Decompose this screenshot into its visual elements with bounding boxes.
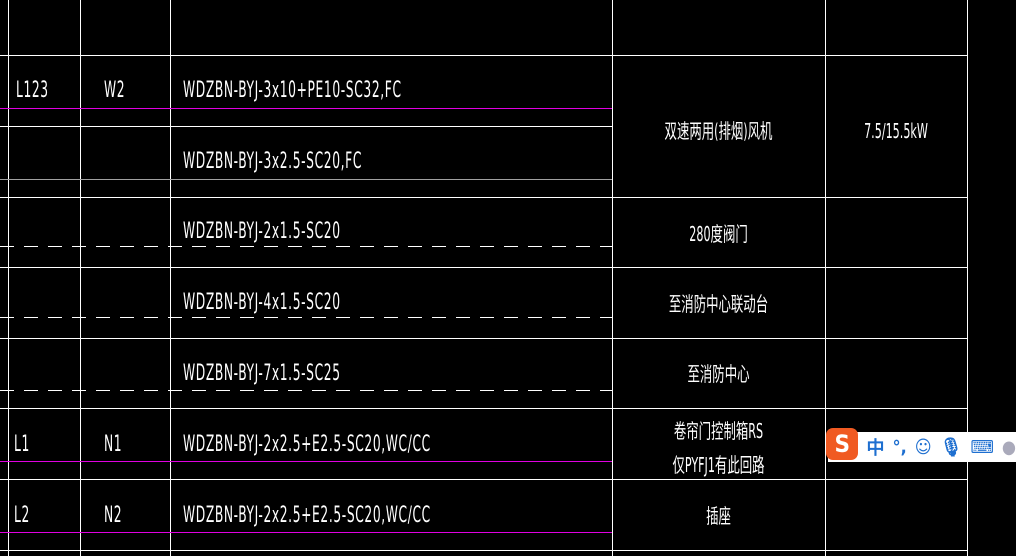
wire-line	[0, 179, 612, 180]
user-icon[interactable]: ●	[1001, 436, 1016, 458]
wire-line	[0, 532, 612, 533]
dashed-wire-line	[0, 246, 612, 247]
grid-line	[612, 0, 613, 556]
cable-spec: WDZBN-BYJ-2x1.5-SC20	[183, 219, 341, 244]
microphone-icon[interactable]: 🎙︎	[939, 436, 963, 458]
cable-spec: WDZBN-BYJ-4x1.5-SC20	[183, 290, 341, 315]
grid-line	[80, 0, 81, 556]
load-note: 仅PYFJ1有此回路	[672, 453, 765, 477]
load-description: 卷帘门控制箱RS	[673, 419, 764, 443]
load-description: 至消防中心	[687, 362, 750, 386]
grid-line	[0, 55, 968, 56]
keyboard-icon[interactable]: ⌨	[970, 436, 994, 458]
cable-spec: WDZBN-BYJ-2x2.5+E2.5-SC20,WC/CC	[183, 432, 431, 457]
load-description: 至消防中心联动台	[668, 292, 769, 316]
grid-line	[0, 408, 968, 409]
input-mode-toggle[interactable]: 中	[866, 438, 885, 459]
punctuation-toggle[interactable]: °,	[892, 436, 907, 458]
grid-line	[0, 267, 968, 268]
grid-line	[0, 197, 968, 198]
load-description: 280度阀门	[689, 222, 748, 246]
cable-spec: WDZBN-BYJ-3x10+PE10-SC32,FC	[183, 78, 402, 103]
phase-label: L1	[14, 432, 30, 457]
grid-line	[0, 550, 968, 551]
emoji-icon[interactable]: ☺	[914, 436, 932, 458]
wire-line	[0, 108, 612, 109]
load-description: 双速两用(排烟)风机	[664, 119, 773, 143]
dashed-wire-line	[0, 317, 612, 318]
phase-label: L123	[16, 78, 49, 103]
dashed-wire-line	[0, 390, 612, 391]
sogou-logo-icon[interactable]: S	[826, 428, 859, 460]
circuit-label: N1	[104, 432, 123, 457]
grid-line	[967, 0, 968, 556]
cable-spec: WDZBN-BYJ-2x2.5+E2.5-SC20,WC/CC	[183, 503, 431, 528]
load-description: 插座	[706, 504, 731, 528]
phase-label: L2	[14, 503, 30, 528]
grid-line	[8, 0, 9, 556]
grid-line	[0, 479, 968, 480]
grid-line	[170, 0, 171, 556]
wire-line	[0, 461, 612, 462]
grid-line	[0, 338, 968, 339]
circuit-label: N2	[104, 503, 123, 528]
grid-line	[825, 0, 826, 556]
cable-spec: WDZBN-BYJ-7x1.5-SC25	[183, 361, 341, 386]
ime-toolbar[interactable]: S 中 °, ☺ 🎙︎ ⌨ ●	[826, 428, 1016, 462]
cable-spec: WDZBN-BYJ-3x2.5-SC20,FC	[183, 149, 363, 174]
load-power: 7.5/15.5kW	[864, 119, 928, 143]
grid-line	[0, 126, 612, 127]
circuit-label: W2	[104, 78, 126, 103]
